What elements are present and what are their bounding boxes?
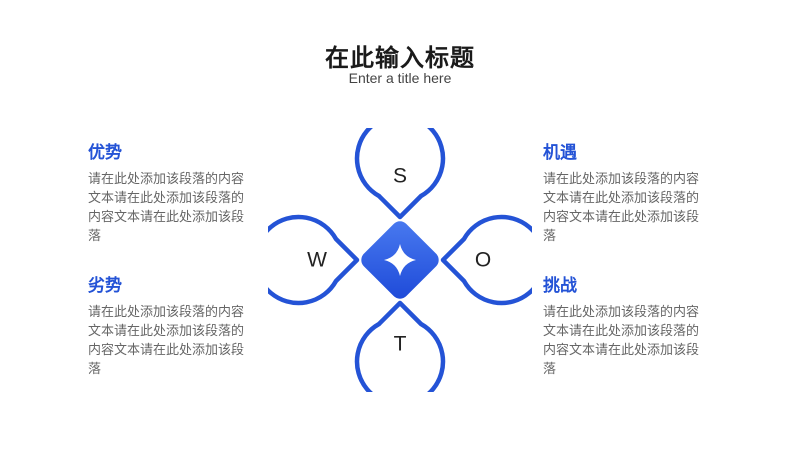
swot-letter-o: O bbox=[475, 249, 491, 272]
page-title: 在此输入标题 bbox=[325, 44, 475, 72]
swot-letter-t: T bbox=[394, 333, 407, 356]
strengths-heading: 优势 bbox=[88, 143, 122, 163]
weaknesses-block: 劣势 请在此处添加该段落的内容文本请在此处添加该段落的内容文本请在此处添加该段落 bbox=[88, 275, 273, 379]
page-subtitle: Enter a title here bbox=[348, 70, 452, 86]
weaknesses-heading: 劣势 bbox=[88, 276, 122, 296]
threats-text: 请在此处添加该段落的内容文本请在此处添加该段落的内容文本请在此处添加该段落 bbox=[543, 305, 700, 377]
strengths-block: 优势 请在此处添加该段落的内容文本请在此处添加该段落的内容文本请在此处添加该段落 bbox=[88, 142, 273, 246]
threats-heading: 挑战 bbox=[543, 276, 577, 296]
swot-diagram: S O T W bbox=[268, 128, 532, 392]
swot-letter-s: S bbox=[393, 165, 407, 188]
opportunities-circle bbox=[440, 214, 532, 306]
opportunities-text: 请在此处添加该段落的内容文本请在此处添加该段落的内容文本请在此处添加该段落 bbox=[543, 172, 700, 244]
weaknesses-text: 请在此处添加该段落的内容文本请在此处添加该段落的内容文本请在此处添加该段落 bbox=[88, 305, 245, 377]
four-point-star-icon bbox=[384, 244, 416, 276]
opportunities-block: 机遇 请在此处添加该段落的内容文本请在此处添加该段落的内容文本请在此处添加该段落 bbox=[543, 142, 728, 246]
swot-letter-w: W bbox=[307, 249, 327, 272]
threats-block: 挑战 请在此处添加该段落的内容文本请在此处添加该段落的内容文本请在此处添加该段落 bbox=[543, 275, 728, 379]
weaknesses-circle bbox=[268, 214, 360, 306]
strengths-text: 请在此处添加该段落的内容文本请在此处添加该段落的内容文本请在此处添加该段落 bbox=[88, 172, 245, 244]
threats-circle bbox=[354, 300, 446, 392]
opportunities-heading: 机遇 bbox=[543, 143, 577, 163]
strengths-circle bbox=[354, 128, 446, 220]
